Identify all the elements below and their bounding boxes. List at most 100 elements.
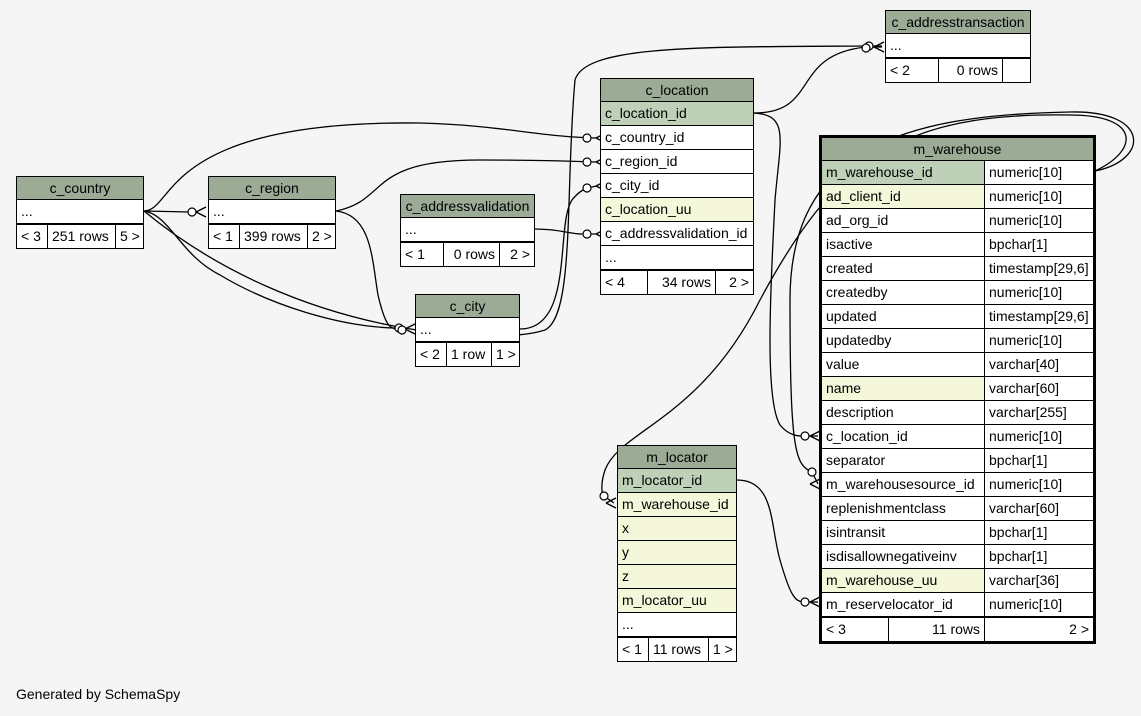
column-name: updatedby xyxy=(826,332,892,348)
column-name: isdisallownegativeinv xyxy=(826,548,957,564)
parents-count[interactable]: < 2 xyxy=(420,346,440,362)
parents-count[interactable]: < 3 xyxy=(21,228,41,244)
column-type: bpchar[1] xyxy=(984,521,1093,544)
column-name: replenishmentclass xyxy=(826,500,946,516)
column-type: bpchar[1] xyxy=(984,449,1093,472)
edge-location-addrtrans xyxy=(753,46,882,114)
parents-count[interactable]: < 3 xyxy=(826,621,846,637)
column-m-locator-id[interactable]: m_locator_id xyxy=(622,472,703,488)
edge-country-city xyxy=(143,210,397,329)
edge-country-location xyxy=(143,122,597,212)
table-row[interactable]: created timestamp[29,6] xyxy=(822,257,1093,281)
parents-count[interactable]: < 1 xyxy=(405,246,425,262)
table-c-city[interactable]: c_city ... < 2 1 row 1 > xyxy=(415,294,520,367)
table-row[interactable]: updated timestamp[29,6] xyxy=(822,305,1093,329)
row-count: 11 rows xyxy=(648,638,708,661)
column-z[interactable]: z xyxy=(622,568,629,584)
column-c-location-uu[interactable]: c_location_uu xyxy=(605,201,692,217)
column-m-warehouse-id[interactable]: m_warehouse_id xyxy=(622,496,729,512)
column-type: numeric[10] xyxy=(984,209,1093,232)
table-row[interactable]: replenishmentclass varchar[60] xyxy=(822,497,1093,521)
table-header[interactable]: c_region xyxy=(209,177,335,200)
parents-count[interactable]: < 1 xyxy=(213,228,233,244)
table-header[interactable]: c_addresstransaction xyxy=(886,11,1030,34)
table-c-location[interactable]: c_location c_location_id c_country_id c_… xyxy=(600,78,754,295)
edge-region-location xyxy=(335,159,597,212)
table-header[interactable]: c_city xyxy=(416,295,519,318)
table-row[interactable]: updatedby numeric[10] xyxy=(822,329,1093,353)
column-y[interactable]: y xyxy=(622,544,629,560)
column-type: numeric[10] xyxy=(984,161,1093,184)
column-ellipsis: ... xyxy=(420,321,432,337)
column-name: updated xyxy=(826,308,877,324)
table-row[interactable]: description varchar[255] xyxy=(822,401,1093,425)
column-x[interactable]: x xyxy=(622,520,629,536)
column-name: c_location_id xyxy=(826,428,908,444)
table-header[interactable]: c_addressvalidation xyxy=(401,195,534,218)
column-c-country-id[interactable]: c_country_id xyxy=(605,129,685,145)
table-m-locator[interactable]: m_locator m_locator_id m_warehouse_id x … xyxy=(617,445,737,662)
children-count[interactable]: 2 > xyxy=(307,225,335,248)
children-count[interactable]: 2 > xyxy=(715,271,753,294)
column-m-locator-uu[interactable]: m_locator_uu xyxy=(622,592,707,608)
parents-count[interactable]: < 1 xyxy=(622,641,642,657)
column-c-city-id[interactable]: c_city_id xyxy=(605,177,660,193)
table-c-country[interactable]: c_country ... < 3 251 rows 5 > xyxy=(16,176,144,249)
column-type: timestamp[29,6] xyxy=(984,305,1093,328)
edge-locator-warehouse xyxy=(736,479,818,603)
column-name: description xyxy=(826,404,894,420)
row-count: 251 rows xyxy=(47,225,115,248)
table-header[interactable]: c_country xyxy=(17,177,143,200)
children-count[interactable]: 2 > xyxy=(499,243,534,266)
column-type: varchar[60] xyxy=(984,377,1093,400)
column-name: created xyxy=(826,260,873,276)
column-type: numeric[10] xyxy=(984,593,1093,616)
column-type: varchar[36] xyxy=(984,569,1093,592)
table-header[interactable]: m_locator xyxy=(618,446,736,469)
children-count[interactable]: 5 > xyxy=(115,225,143,248)
children-count[interactable]: 1 > xyxy=(708,638,736,661)
parents-count[interactable]: < 2 xyxy=(890,62,910,78)
column-c-addressvalidation-id[interactable]: c_addressvalidation_id xyxy=(605,225,748,241)
column-type: varchar[60] xyxy=(984,497,1093,520)
column-type: numeric[10] xyxy=(984,281,1093,304)
children-count[interactable]: 1 > xyxy=(491,343,519,366)
table-header[interactable]: c_location xyxy=(601,79,753,102)
edge-warehouse-locator xyxy=(601,114,1127,504)
row-count: 0 rows xyxy=(443,243,499,266)
column-ellipsis: ... xyxy=(405,221,417,237)
children-count[interactable]: 2 > xyxy=(984,618,1093,641)
children-count[interactable] xyxy=(1002,59,1030,82)
column-type: timestamp[29,6] xyxy=(984,257,1093,280)
parents-count[interactable]: < 4 xyxy=(605,274,625,290)
column-c-region-id[interactable]: c_region_id xyxy=(605,153,678,169)
column-c-location-id[interactable]: c_location_id xyxy=(605,105,687,121)
table-c-addressvalidation[interactable]: c_addressvalidation ... < 1 0 rows 2 > xyxy=(400,194,535,267)
table-header[interactable]: m_warehouse xyxy=(822,138,1093,161)
column-type: numeric[10] xyxy=(984,473,1093,496)
column-type: bpchar[1] xyxy=(984,233,1093,256)
column-name: isactive xyxy=(826,236,873,252)
table-c-region[interactable]: c_region ... < 1 399 rows 2 > xyxy=(208,176,336,249)
row-count: 11 rows xyxy=(888,618,984,641)
column-type: numeric[10] xyxy=(984,329,1093,352)
table-c-addresstransaction[interactable]: c_addresstransaction ... < 2 0 rows xyxy=(885,10,1031,83)
table-row[interactable]: isactive bpchar[1] xyxy=(822,233,1093,257)
column-name: ad_client_id xyxy=(822,185,984,208)
column-type: varchar[255] xyxy=(984,401,1093,424)
row-count: 34 rows xyxy=(647,271,715,294)
